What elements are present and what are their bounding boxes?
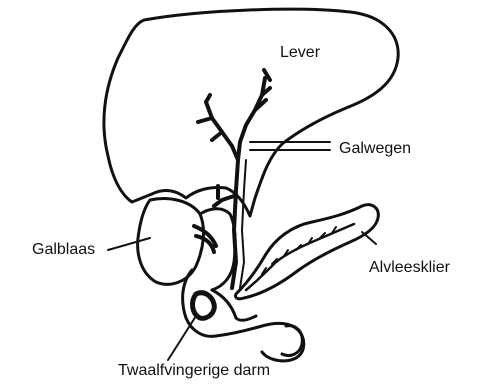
galblaas-pointer xyxy=(108,238,150,250)
pancreatic-duct-ticks xyxy=(262,227,336,274)
stomach-outline xyxy=(200,209,235,290)
duodenum-fold xyxy=(194,226,216,252)
galwegen-pointer xyxy=(250,142,330,150)
bile-duct-left-sub xyxy=(198,95,222,140)
liver-outline xyxy=(104,9,398,216)
label-galblaas: Galblaas xyxy=(32,241,95,259)
gallbladder-outline xyxy=(138,199,204,285)
label-lever: Lever xyxy=(280,44,320,62)
label-alvleesklier: Alvleesklier xyxy=(369,259,450,277)
pancreas-outline xyxy=(235,205,378,299)
label-twaalfvingerige-darm: Twaalfvingerige darm xyxy=(118,362,270,380)
duodenum-outline xyxy=(183,270,304,361)
bile-duct-right-branch xyxy=(238,78,265,160)
duodenum-inner xyxy=(212,290,256,320)
duodenum-papilla xyxy=(193,293,215,319)
label-galwegen: Galwegen xyxy=(339,140,411,158)
alvleesklier-pointer xyxy=(362,232,376,244)
common-bile-duct-inner xyxy=(240,160,246,288)
duodenum-end-ring xyxy=(282,326,302,356)
twaalf-pointer xyxy=(168,316,196,360)
pancreatic-duct xyxy=(246,224,354,290)
